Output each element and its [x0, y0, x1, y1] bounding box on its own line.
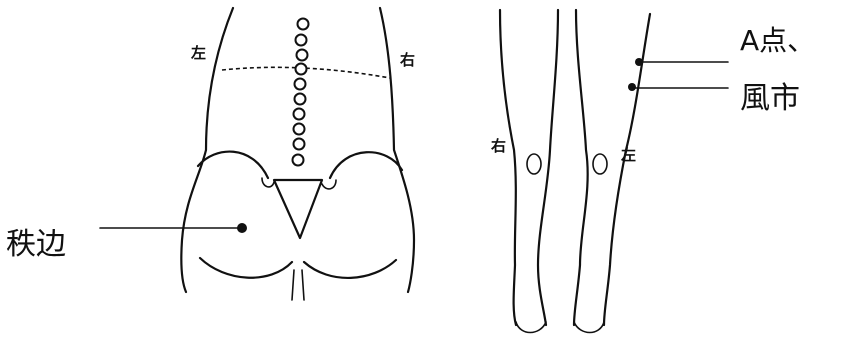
spine-point [295, 79, 306, 90]
sacrum-triangle [274, 180, 322, 238]
torso-left-outline [181, 8, 233, 292]
fengshi-label: 風市 [740, 81, 800, 116]
gluteal-cleft [292, 270, 304, 300]
gluteal-lower-curve [200, 258, 292, 278]
back-label-left: 左 [190, 44, 206, 62]
point-a-label: A点、 [740, 24, 815, 57]
spine-point [294, 139, 305, 150]
left-kneecap [593, 154, 607, 174]
gluteal-lower-curve-right [304, 260, 396, 278]
point-label: 秩边 [6, 227, 66, 262]
spine-points [293, 19, 309, 166]
sacrum-hook-left [262, 178, 274, 187]
sacrum-hook-right [322, 180, 336, 189]
right-foot [516, 322, 546, 333]
spine-point [296, 35, 307, 46]
leg-label-right: 右 [491, 137, 506, 155]
left-buttock-outline [198, 152, 268, 178]
spine-point [298, 19, 309, 30]
spine-point [294, 124, 305, 135]
spine-point [297, 50, 308, 61]
leg-label-left: 左 [620, 146, 636, 164]
right-kneecap [527, 154, 541, 174]
spine-point [296, 64, 307, 75]
spine-point [294, 109, 305, 120]
right-buttock-outline [330, 152, 402, 178]
left-leg-outer-outline [604, 14, 650, 325]
left-leg-inner-outline [574, 10, 588, 325]
point-marker [237, 223, 247, 233]
left-foot [574, 322, 604, 333]
fengshi-point-marker [628, 83, 636, 91]
leg-view: 右 左 A点、 風市 [491, 10, 815, 333]
spine-point [293, 155, 304, 166]
right-leg-outer-outline [500, 10, 516, 325]
back-view: 左 右 秩边 [6, 8, 415, 300]
back-label-right: 右 [400, 51, 415, 69]
spine-point [295, 94, 306, 105]
